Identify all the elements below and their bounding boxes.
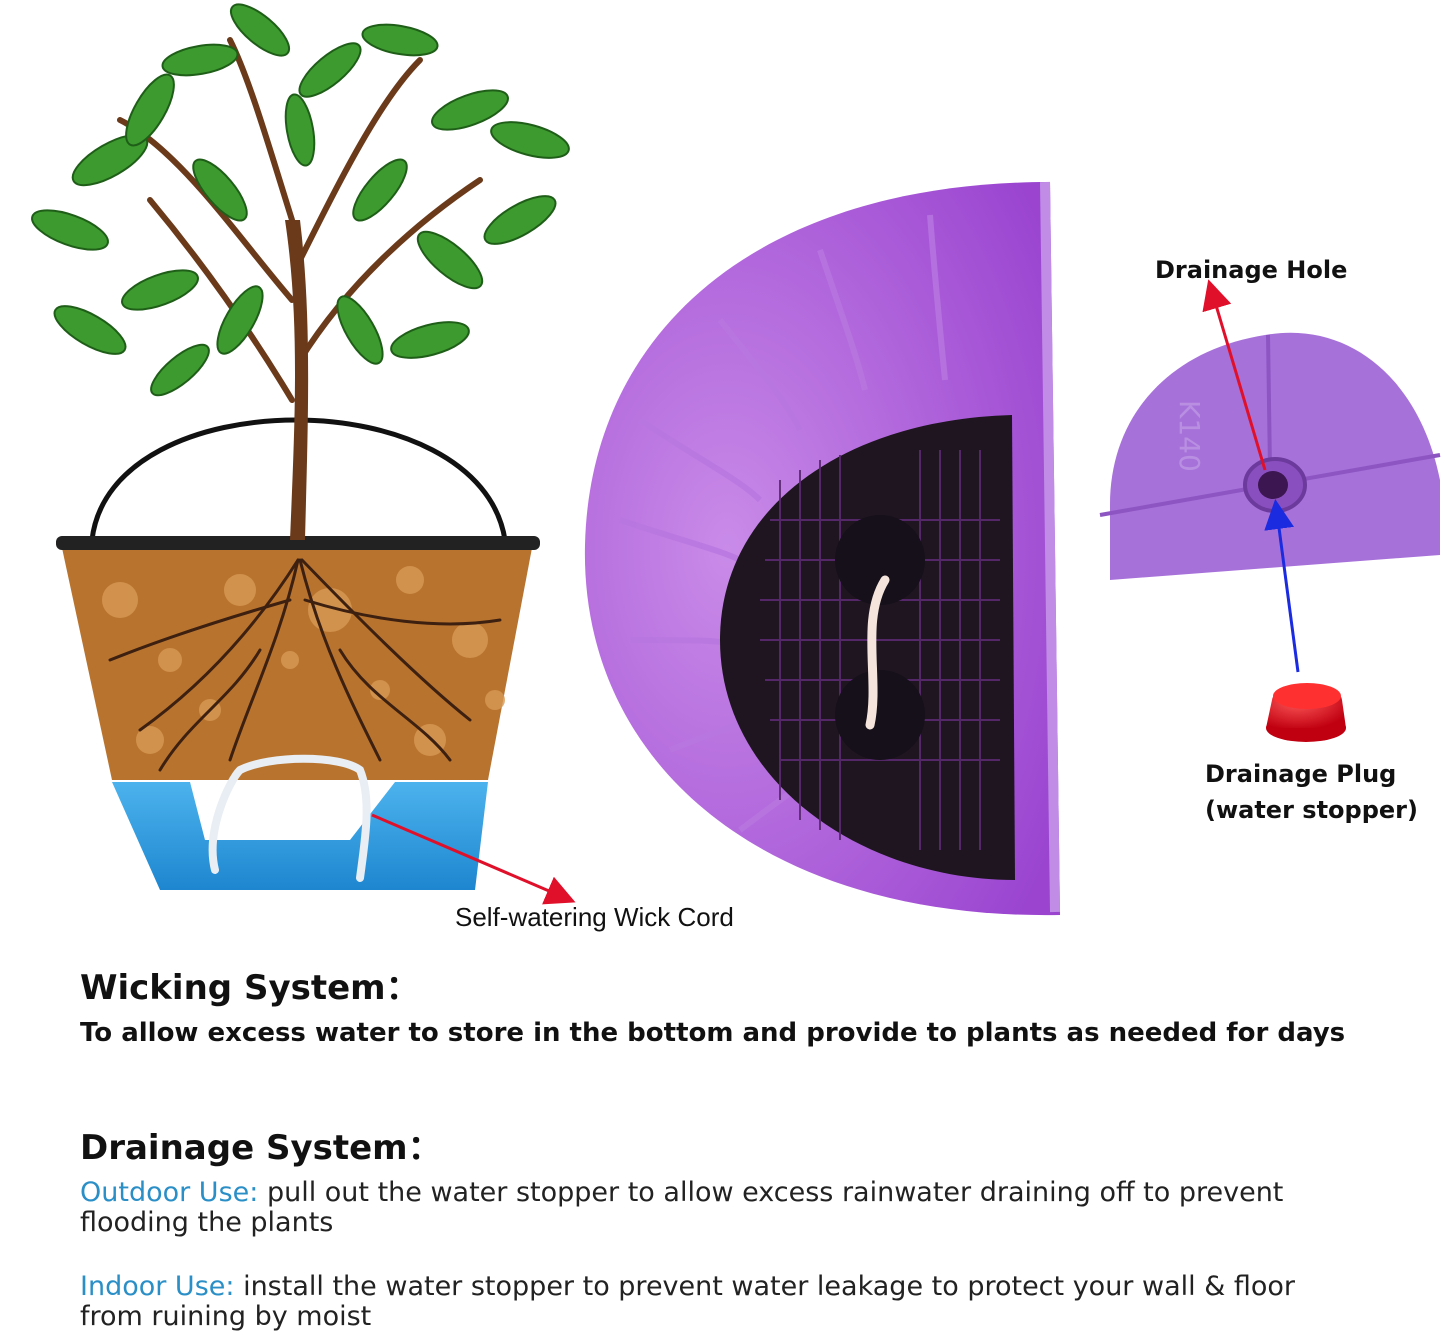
water-reservoir <box>112 782 488 890</box>
wick-pointer-arrow <box>371 813 576 905</box>
insert-hole-top <box>835 515 925 605</box>
drainage-hole-closeup: K140 <box>1099 279 1441 673</box>
pot-marking: K140 <box>1173 400 1206 472</box>
outdoor-use-label: Outdoor Use: <box>80 1177 259 1208</box>
drainage-plug-label: Drainage Plug <box>1205 760 1397 788</box>
indoor-use-text: install the water stopper to prevent wat… <box>80 1271 1295 1332</box>
plant-illustration <box>31 3 576 905</box>
outdoor-use-paragraph: Outdoor Use: pull out the water stopper … <box>80 1178 1360 1238</box>
wicking-description: To allow excess water to store in the bo… <box>80 1018 1346 1048</box>
pot-back-edge <box>1040 181 1060 913</box>
leaves <box>31 3 570 397</box>
wick-cord-label: Self-watering Wick Cord <box>455 902 734 932</box>
outdoor-use-text: pull out the water stopper to allow exce… <box>80 1177 1284 1238</box>
pot-rim <box>56 536 540 550</box>
soil-texture <box>102 566 505 756</box>
drainage-heading: Drainage System： <box>80 1128 442 1168</box>
trunk <box>285 220 309 540</box>
wick-cord <box>208 754 371 882</box>
insert-hole-bottom <box>835 670 925 760</box>
water-stopper-label: (water stopper) <box>1205 796 1418 824</box>
red-plug-icon <box>1266 683 1346 742</box>
wicking-heading: Wicking System： <box>80 968 420 1008</box>
drainage-hole-arrow <box>1202 279 1267 471</box>
half-round-pot-photo <box>584 181 1060 916</box>
drainage-plug-arrow <box>1264 499 1300 673</box>
product-illustration: K140 <box>31 3 1441 916</box>
roots <box>108 558 502 772</box>
drainage-hole-label: Drainage Hole <box>1155 256 1348 284</box>
indoor-use-paragraph: Indoor Use: install the water stopper to… <box>80 1272 1360 1332</box>
indoor-use-label: Indoor Use: <box>80 1271 235 1302</box>
wick-cord-photo <box>865 575 890 730</box>
